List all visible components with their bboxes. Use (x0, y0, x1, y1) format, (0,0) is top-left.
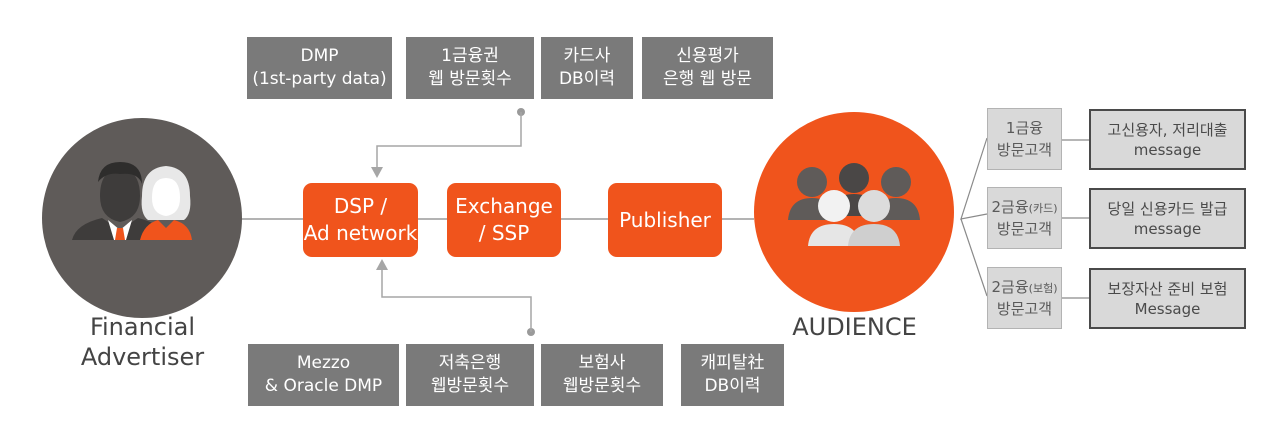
bottom-source-line1: 캐피탈社 (700, 353, 765, 373)
bottom-source-capital: 캐피탈社 DB이력 (681, 344, 784, 406)
message-line1: 보장자산 준비 보험 (1107, 279, 1228, 298)
top-source-line1: 카드사 (563, 46, 611, 66)
exchange-node-line1: Exchange (455, 194, 553, 218)
segment-main: 1금융 (1005, 119, 1044, 137)
bottom-source-line2: 웹방문횟수 (562, 376, 642, 396)
exchange-node-line2: / SSP (478, 221, 530, 245)
top-source-line1: 1금융권 (441, 46, 499, 66)
message-line2: Message (1134, 299, 1201, 318)
bottom-source-line1: Mezzo (296, 353, 351, 373)
segment-sub: (보험) (1028, 282, 1058, 295)
publisher-node-label: Publisher (619, 207, 711, 232)
segment-main: 2금융 (991, 198, 1029, 216)
bottom-source-insurance: 보험사 웹방문횟수 (541, 344, 663, 406)
bottom-source-line1: 저축은행 (438, 353, 502, 373)
dsp-node-line1: DSP / (333, 194, 388, 218)
message-2: 당일 신용카드 발급 message (1089, 188, 1246, 249)
bottom-source-mezzo: Mezzo & Oracle DMP (248, 344, 399, 406)
top-source-line1: 신용평가 (676, 46, 739, 66)
bottom-source-line2: 웹방문횟수 (430, 376, 510, 396)
message-1: 고신용자, 저리대출 message (1089, 109, 1246, 170)
segment-line1: 1금융 (1006, 118, 1043, 140)
message-line2: message (1133, 219, 1202, 238)
top-source-line1: DMP (300, 46, 339, 66)
top-source-line2: DB이력 (558, 69, 616, 89)
publisher-node: Publisher (608, 183, 722, 257)
bottom-source-savings: 저축은행 웹방문횟수 (406, 344, 534, 406)
top-source-line2: 웹 방문횟수 (428, 69, 512, 89)
top-feed-arrow (371, 167, 383, 178)
segment-2: 2금융(카드) 방문고객 (987, 187, 1062, 249)
segment-line2: 방문고객 (996, 300, 1053, 318)
message-line1: 당일 신용카드 발급 (1107, 199, 1228, 218)
exchange-node: Exchange / SSP (447, 183, 561, 257)
top-source-card: 카드사 DB이력 (541, 37, 633, 99)
fan-line-1 (960, 137, 988, 220)
dsp-node-line2: Ad network (303, 221, 418, 245)
top-feed-line (376, 112, 522, 168)
segment-sub: (카드) (1028, 202, 1058, 215)
advertiser-label-line2: Advertiser (80, 343, 205, 371)
advertiser-icon (42, 118, 242, 318)
segment-line2: 방문고객 (996, 141, 1053, 159)
bottom-feed-arrow (376, 259, 388, 270)
bottom-feed-line (381, 270, 532, 332)
dsp-node: DSP / Ad network (303, 183, 418, 257)
top-source-line2: 은행 웹 방문 (662, 69, 752, 89)
audience-label-text: AUDIENCE (792, 313, 917, 341)
segment-1: 1금융 방문고객 (987, 108, 1062, 170)
top-source-credit: 신용평가 은행 웹 방문 (642, 37, 773, 99)
top-source-bank1: 1금융권 웹 방문횟수 (406, 37, 534, 99)
audience-label: AUDIENCE (772, 312, 937, 342)
fan-line-3 (960, 218, 988, 297)
segment-line2: 방문고객 (996, 220, 1053, 238)
bottom-source-line2: & Oracle DMP (264, 376, 383, 396)
segment-main: 2금융 (991, 278, 1029, 296)
message-line1: 고신용자, 저리대출 (1107, 120, 1228, 139)
top-source-line2: (1st-party data) (252, 69, 387, 89)
message-line2: message (1133, 140, 1202, 159)
advertiser-label-line1: Financial (89, 313, 196, 341)
message-3: 보장자산 준비 보험 Message (1089, 268, 1246, 329)
top-source-dmp: DMP (1st-party data) (247, 37, 392, 99)
segment-3: 2금융(보험) 방문고객 (987, 267, 1062, 329)
bottom-source-line1: 보험사 (578, 353, 626, 373)
advertiser-label: Financial Advertiser (60, 312, 225, 372)
segment-line1: 2금융(카드) (992, 197, 1058, 219)
bottom-source-line2: DB이력 (704, 376, 761, 396)
segment-line1: 2금융(보험) (992, 277, 1058, 299)
audience-icon (754, 112, 954, 312)
